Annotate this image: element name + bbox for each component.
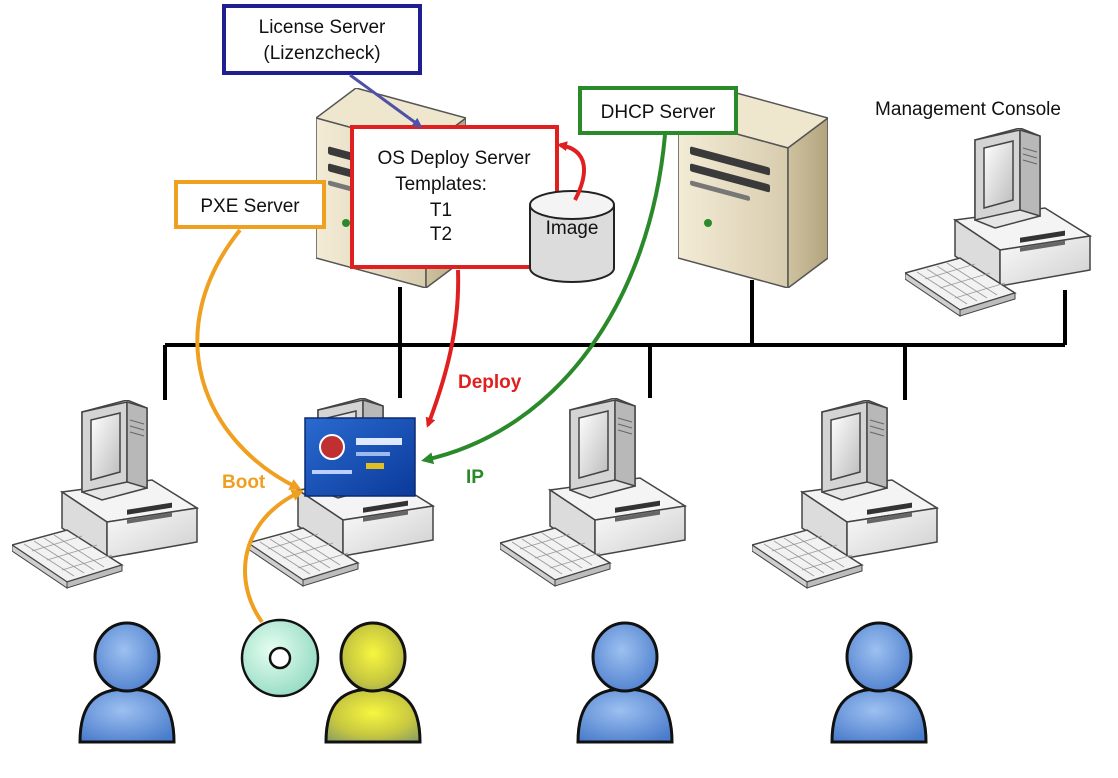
- ip-arrow: [421, 134, 667, 465]
- management-console-workstation-icon: [905, 128, 1091, 317]
- client-workstation-4-icon: [752, 400, 938, 589]
- management-console-label: Management Console: [875, 99, 1061, 120]
- image-database-icon: Image: [529, 190, 615, 283]
- boot-screen-icon: [304, 417, 416, 497]
- template-t1: T1: [430, 200, 452, 221]
- template-t2: T2: [430, 224, 452, 245]
- os-deploy-title: OS Deploy Server: [377, 148, 531, 169]
- dhcp-server-title: DHCP Server: [601, 102, 716, 123]
- user-1-icon: [78, 621, 176, 744]
- license-check-arrow: [349, 73, 423, 128]
- cd-disc-icon: [240, 618, 320, 698]
- user-3-icon: [576, 621, 674, 744]
- client-workstation-3-icon: [500, 398, 686, 587]
- deploy-label: Deploy: [458, 372, 522, 393]
- image-label: Image: [546, 218, 599, 239]
- boot-pxe-arrow: [195, 228, 302, 490]
- boot-label: Boot: [222, 472, 266, 493]
- network-lines: [163, 280, 1067, 400]
- ip-label: IP: [466, 467, 484, 488]
- image-loop-arrow: [557, 141, 586, 201]
- deploy-arrow: [425, 269, 461, 428]
- os-deploy-templates-label: Templates:: [395, 174, 487, 195]
- user-2-icon: [324, 621, 422, 744]
- pxe-server-box: [174, 180, 326, 229]
- license-server-title: License Server: [259, 17, 386, 38]
- boot-cd-arrow: [243, 489, 304, 624]
- client-workstation-1-icon: [12, 400, 198, 589]
- pxe-server-title: PXE Server: [200, 196, 300, 217]
- license-server-subtitle: (Lizenzcheck): [263, 43, 380, 64]
- license-server-box: [222, 4, 422, 75]
- user-4-icon: [830, 621, 928, 744]
- dhcp-server-box: [578, 86, 738, 135]
